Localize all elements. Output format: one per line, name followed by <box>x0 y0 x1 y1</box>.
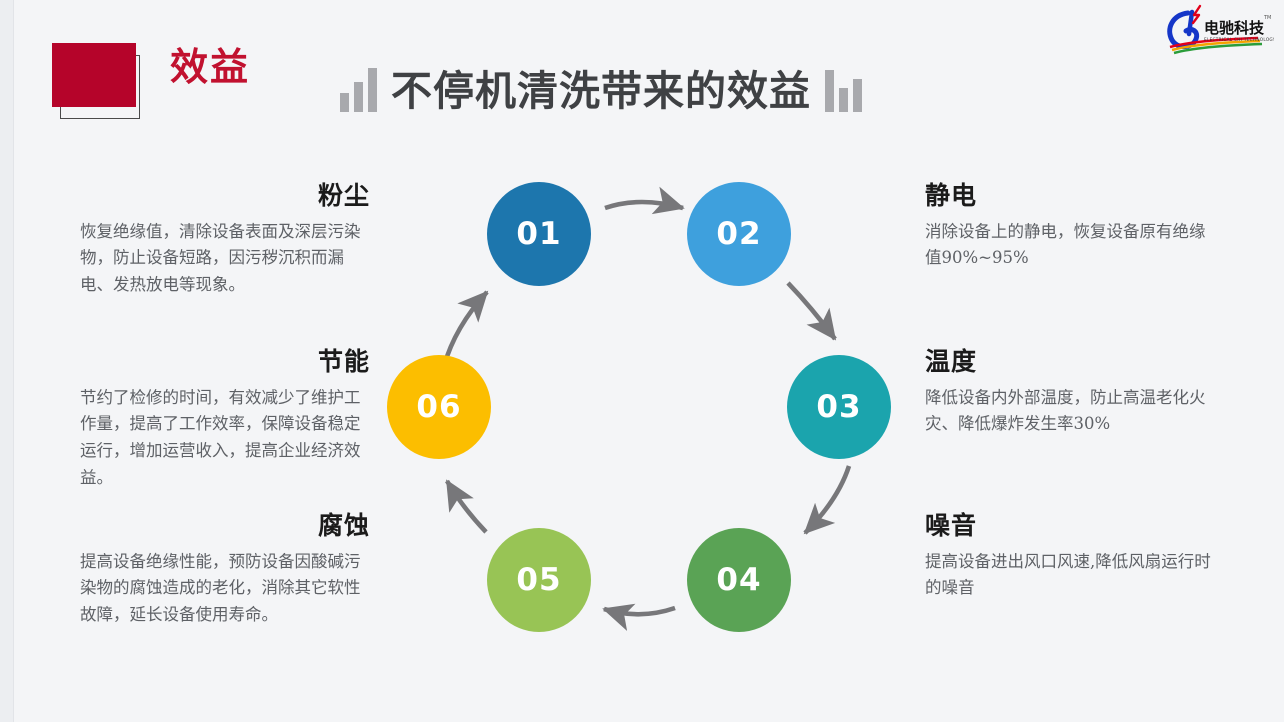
cycle-node-05[interactable]: 05 <box>487 528 591 632</box>
cycle-node-03[interactable]: 03 <box>787 355 891 459</box>
info-block-dust-body: 恢复绝缘值，清除设备表面及深层污染物，防止设备短路，因污秽沉积而漏电、发热放电等… <box>80 221 361 294</box>
info-block-dust-title: 粉尘 <box>317 181 370 210</box>
info-block-corrosion-body: 提高设备绝缘性能，预防设备因酸碱污染物的腐蚀造成的老化，消除其它软性故障，延长设… <box>80 551 361 624</box>
bar-chart-right-icon <box>825 68 862 112</box>
info-block-corrosion: 腐蚀 提高设备绝缘性能，预防设备因酸碱污染物的腐蚀造成的老化，消除其它软性故障，… <box>80 512 370 629</box>
arrow-06-to-01 <box>441 290 489 367</box>
info-block-corrosion-title: 腐蚀 <box>317 511 370 540</box>
info-block-static: 静电 消除设备上的静电，恢复设备原有绝缘值90%~95% <box>925 182 1215 272</box>
info-block-dust: 粉尘 恢复绝缘值，清除设备表面及深层污染物，防止设备短路，因污秽沉积而漏电、发热… <box>80 182 370 299</box>
info-block-static-body: 消除设备上的静电，恢复设备原有绝缘值90%~95% <box>925 221 1206 268</box>
info-block-energy: 节能 节约了检修的时间，有效减少了维护工作量，提高了工作效率，保障设备稳定运行，… <box>80 348 370 491</box>
arrow-02-to-03 <box>786 281 837 341</box>
section-label: 效益 <box>170 45 251 89</box>
info-block-energy-title: 节能 <box>317 347 370 376</box>
info-block-noise-body: 提高设备进出风口风速,降低风扇运行时的噪音 <box>925 551 1211 598</box>
info-block-temperature-body: 降低设备内外部温度，防止高温老化火灾、降低爆炸发生率30% <box>925 387 1206 434</box>
company-logo: 电驰科技 ELECTRICAL CHI TECHNOLOGY TM <box>1167 4 1274 55</box>
info-block-noise-title: 噪音 <box>925 511 978 540</box>
info-block-temperature: 温度 降低设备内外部温度，防止高温老化火灾、降低爆炸发生率30% <box>925 348 1215 438</box>
info-block-noise: 噪音 提高设备进出风口风速,降低风扇运行时的噪音 <box>925 512 1215 602</box>
left-edge-strip <box>0 0 14 722</box>
info-block-temperature-title: 温度 <box>925 347 978 376</box>
cycle-node-04[interactable]: 04 <box>687 528 791 632</box>
arrow-04-to-05 <box>602 603 676 631</box>
arrow-03-to-04 <box>803 465 852 535</box>
bar-chart-left-icon <box>340 68 377 112</box>
cycle-node-02[interactable]: 02 <box>687 182 791 286</box>
arrow-01-to-02 <box>604 186 685 215</box>
page-title: 不停机清洗带来的效益 <box>391 67 811 115</box>
decor-square-filled <box>52 43 136 107</box>
info-block-energy-body: 节约了检修的时间，有效减少了维护工作量，提高了工作效率，保障设备稳定运行，增加运… <box>80 387 361 487</box>
svg-text:电驰科技: 电驰科技 <box>1204 19 1265 37</box>
svg-text:ELECTRICAL CHI TECHNOLOGY: ELECTRICAL CHI TECHNOLOGY <box>1204 37 1274 42</box>
svg-text:TM: TM <box>1263 15 1271 21</box>
cycle-node-01[interactable]: 01 <box>487 182 591 286</box>
title-group: 不停机清洗带来的效益 <box>340 68 862 112</box>
cycle-node-06[interactable]: 06 <box>387 355 491 459</box>
arrow-05-to-06 <box>445 479 488 534</box>
info-block-static-title: 静电 <box>925 181 978 210</box>
